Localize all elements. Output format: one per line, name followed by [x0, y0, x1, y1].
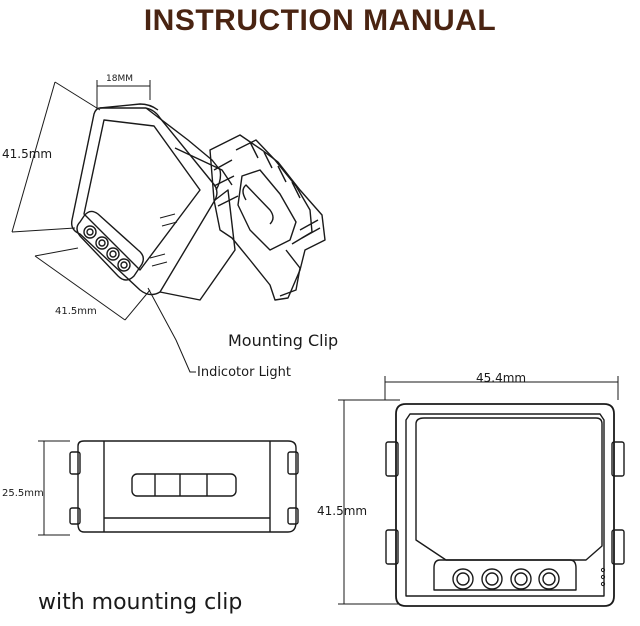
front-buttons	[452, 568, 560, 590]
dim-41-5-left-label: 41.5mm	[2, 147, 52, 161]
dim-41-5-front-label: 41.5mm	[317, 504, 367, 518]
page-title: INSTRUCTION MANUAL	[143, 4, 497, 37]
isometric-module-drawing	[11, 80, 236, 373]
dim-45-4-label: 45.4mm	[476, 371, 526, 385]
dim-41-5-bottom-label: 41.5mm	[55, 306, 97, 317]
mounting-clip-drawing	[209, 134, 326, 301]
front-view-drawing	[338, 376, 625, 607]
indicator-buttons	[83, 225, 131, 272]
side-view-drawing	[38, 440, 299, 536]
dim-25-5-label: 25.5mm	[2, 488, 44, 499]
mounting-clip-label: Mounting Clip	[228, 331, 338, 350]
indicator-light-label: Indicotor Light	[197, 365, 291, 380]
caption-with-mounting-clip: with mounting clip	[38, 590, 242, 615]
dim-18mm-label: 18MM	[106, 74, 133, 84]
led-dots	[600, 567, 606, 587]
